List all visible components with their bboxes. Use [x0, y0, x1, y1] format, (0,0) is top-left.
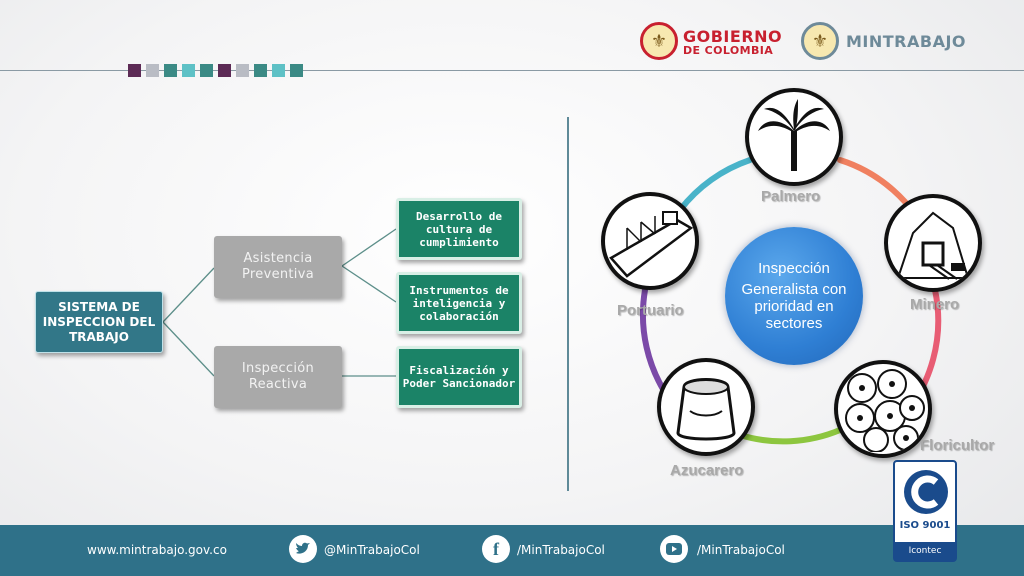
footer-website-link[interactable]: www.mintrabajo.gov.co: [87, 543, 227, 557]
iso-standard-label: ISO 9001: [899, 520, 951, 531]
gobierno-logo-line2: DE COLOMBIA: [683, 44, 774, 57]
box-inspeccion-reactiva: Inspección Reactiva: [214, 346, 342, 408]
accent-square: [164, 64, 177, 77]
palm-tree-icon: [745, 88, 843, 186]
footer-youtube-handle[interactable]: /MinTrabajoCol: [697, 543, 785, 557]
accent-square: [290, 64, 303, 77]
footer-twitter-handle[interactable]: @MinTrabajoCol: [324, 543, 420, 557]
accent-square: [146, 64, 159, 77]
node-label-palmero: Palmero: [761, 188, 821, 205]
node-label-azucarero: Azucarero: [670, 462, 744, 479]
accent-square: [272, 64, 285, 77]
mine-icon: [884, 194, 982, 292]
node-label-minero: Minero: [910, 296, 960, 313]
box-instrumentos-inteligencia: Instrumentos de inteligencia y colaborac…: [396, 272, 522, 334]
youtube-icon[interactable]: [660, 535, 688, 563]
node-label-floricultor: Floricultor: [920, 437, 995, 454]
flowers-icon: [834, 360, 932, 458]
mintrabajo-logo: MINTRABAJO: [846, 32, 967, 51]
mintrabajo-seal-icon: ⚜: [801, 22, 839, 60]
accent-square: [182, 64, 195, 77]
header-divider-line: [0, 70, 1024, 71]
node-label-portuario: Portuario: [617, 302, 684, 319]
twitter-icon[interactable]: [289, 535, 317, 563]
gobierno-seal-icon: ⚜: [640, 22, 678, 60]
accent-square: [218, 64, 231, 77]
flow-connectors: [162, 228, 397, 377]
gobierno-logo-line1: GOBIERNO: [683, 27, 783, 46]
iso-certification-badge: ISO 9001 Icontec: [893, 460, 957, 562]
accent-square: [200, 64, 213, 77]
icontec-label: Icontec: [895, 542, 955, 560]
accent-square: [254, 64, 267, 77]
cycle-center-title: Inspección: [758, 260, 830, 277]
cycle-center-circle: Inspección Generalista con prioridad en …: [725, 227, 863, 365]
vertical-divider: [567, 117, 569, 491]
cycle-center-body: Generalista con prioridad en sectores: [741, 281, 847, 332]
box-fiscalizacion: Fiscalización y Poder Sancionador: [396, 346, 522, 408]
facebook-icon[interactable]: f: [482, 535, 510, 563]
accent-square: [236, 64, 249, 77]
accent-square: [128, 64, 141, 77]
sugar-sack-icon: [657, 358, 755, 456]
footer-facebook-handle[interactable]: /MinTrabajoCol: [517, 543, 605, 557]
root-box-sistema-inspeccion: SISTEMA DE INSPECCION DEL TRABAJO: [35, 291, 163, 353]
icontec-c-icon: [904, 470, 948, 514]
ship-icon: [601, 192, 699, 290]
footer-bar: [0, 525, 1024, 576]
box-desarrollo-cultura: Desarrollo de cultura de cumplimiento: [396, 198, 522, 260]
box-asistencia-preventiva: Asistencia Preventiva: [214, 236, 342, 298]
